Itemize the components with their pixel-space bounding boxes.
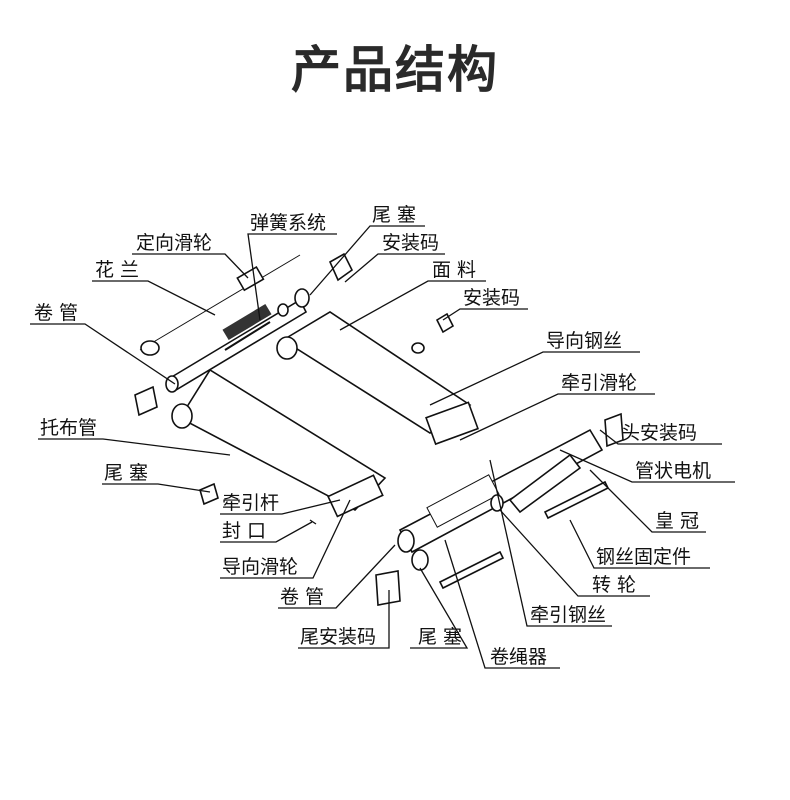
- label-rope-winder: 卷绳器: [490, 646, 547, 668]
- label-traction-wire: 牵引钢丝: [530, 604, 606, 626]
- label-tubular-motor: 管状电机: [635, 460, 711, 482]
- label-tail-plug-left: 尾 塞: [104, 462, 148, 484]
- label-roller-tube-left: 卷 管: [34, 302, 78, 324]
- motor-assembly: [375, 412, 624, 606]
- label-drive-wheel: 转 轮: [592, 574, 636, 596]
- label-head-mounting-bracket: 头安装码: [621, 422, 697, 444]
- label-end-seal: 封 口: [222, 520, 266, 542]
- label-crown: 皇 冠: [655, 510, 699, 532]
- label-tail-plug-top: 尾 塞: [372, 204, 416, 226]
- label-fabric-support-tube: 托布管: [40, 417, 97, 439]
- page-title: 产品结构: [291, 41, 499, 99]
- label-traction-pulley: 牵引滑轮: [561, 372, 637, 394]
- lower-roller-assembly: [171, 368, 387, 525]
- label-fabric: 面 料: [432, 259, 476, 281]
- label-guide-wire: 导向钢丝: [546, 330, 622, 352]
- label-tail-mounting-bracket: 尾安装码: [300, 626, 376, 648]
- label-mounting-bracket-right: 安装码: [463, 287, 520, 309]
- label-traction-rod: 牵引杆: [222, 492, 279, 514]
- label-guide-pulley: 导向滑轮: [222, 556, 298, 578]
- label-mounting-bracket-top: 安装码: [382, 232, 439, 254]
- label-directional-pulley: 定向滑轮: [136, 232, 212, 254]
- label-wire-fixture: 钢丝固定件: [596, 546, 691, 568]
- label-turnbuckle: 花 兰: [95, 259, 139, 281]
- label-tail-plug-bottom: 尾 塞: [418, 626, 462, 648]
- label-spring-system: 弹簧系统: [250, 212, 326, 234]
- label-roller-tube-bottom: 卷 管: [280, 586, 324, 608]
- upper-roller-assembly: [134, 252, 479, 446]
- leader-lines: [30, 225, 735, 669]
